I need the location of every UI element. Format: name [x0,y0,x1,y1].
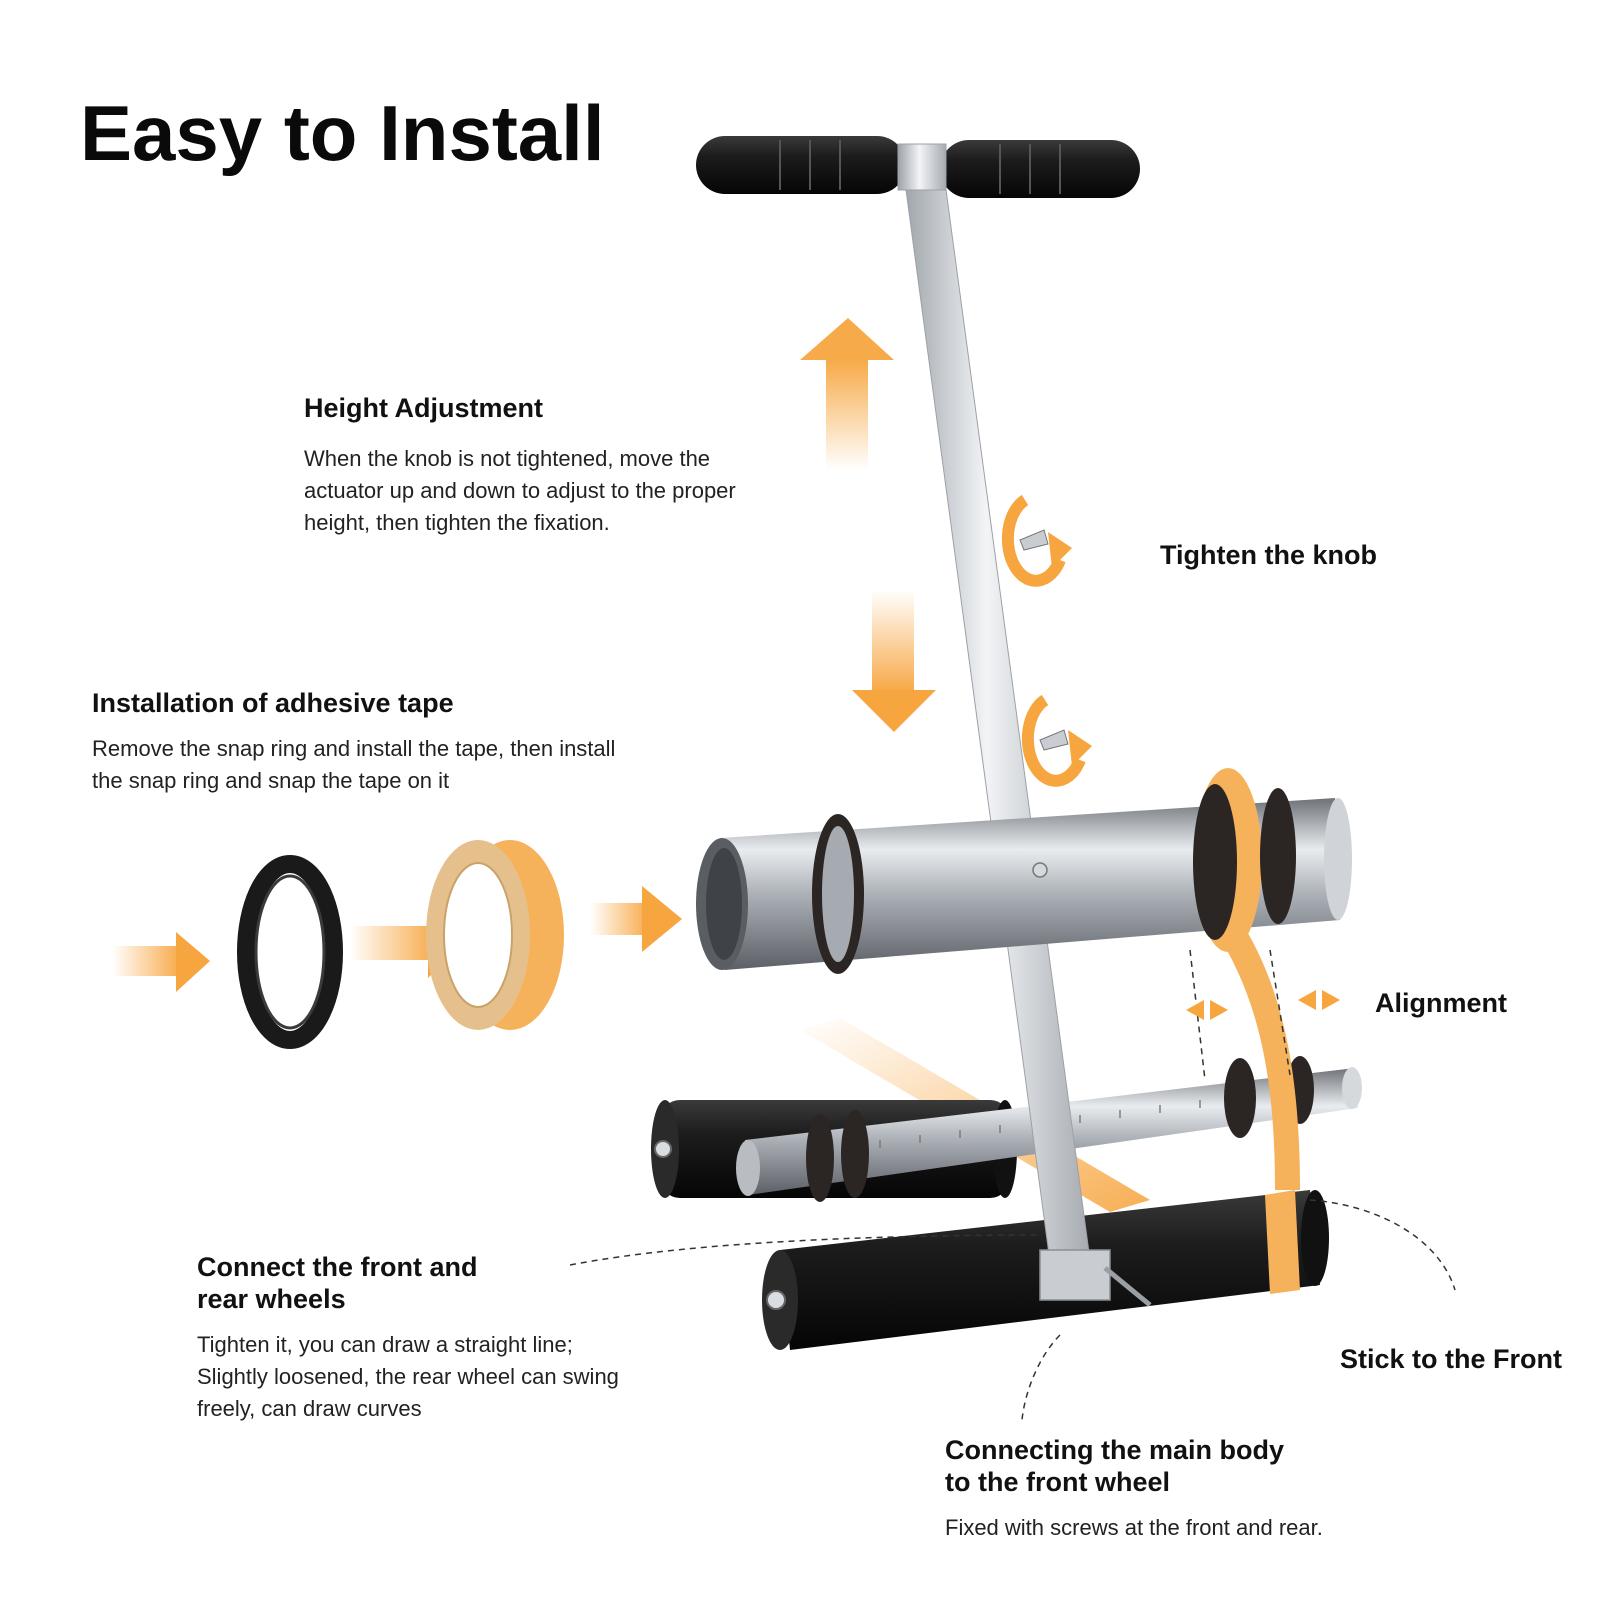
connect-wheels-line: freely, can draw curves [197,1396,422,1421]
height-adjustment-line: height, then tighten the fixation. [304,510,610,535]
connect-wheels-line: Tighten it, you can draw a straight line… [197,1332,573,1357]
snap-ring-icon [237,855,343,1049]
connect-wheels-heading: rear wheels [197,1284,346,1314]
adhesive-tape-line: the snap ring and snap the tape on it [92,768,449,793]
height-adjustment-line: When the knob is not tightened, move the [304,446,710,471]
tighten-knob-heading: Tighten the knob [1160,540,1377,570]
arrow-icon [852,590,936,732]
connect-body-heading: to the front wheel [945,1467,1170,1497]
adhesive-tape-line: Remove the snap ring and install the tap… [92,736,615,761]
stick-front-heading: Stick to the Front [1340,1344,1562,1374]
arrow-icon [800,318,894,470]
connect-wheels-heading: Connect the front and [197,1252,477,1282]
arrow-icon [590,886,682,952]
wing-knob-icon [1021,694,1092,787]
tape-band [1215,920,1300,1190]
height-adjustment-line: actuator up and down to adjust to the pr… [304,478,736,503]
top-roller [696,768,1352,974]
alignment-guides [569,949,1456,1421]
tape-roll-icon [426,840,564,1030]
connect-wheels-line: Slightly loosened, the rear wheel can sw… [197,1364,619,1389]
arrow-icon [112,932,210,992]
page-title: Easy to Install [80,89,605,177]
handle-grip-icon [696,136,1140,198]
alignment-heading: Alignment [1375,988,1507,1018]
adhesive-tape-heading: Installation of adhesive tape [92,688,454,718]
wing-knob-icon [1001,494,1072,587]
connect-body-heading: Connecting the main body [945,1435,1284,1465]
alignment-arrow-icon [1186,990,1340,1020]
connect-body-line: Fixed with screws at the front and rear. [945,1515,1323,1540]
height-adjustment-heading: Height Adjustment [304,393,543,423]
